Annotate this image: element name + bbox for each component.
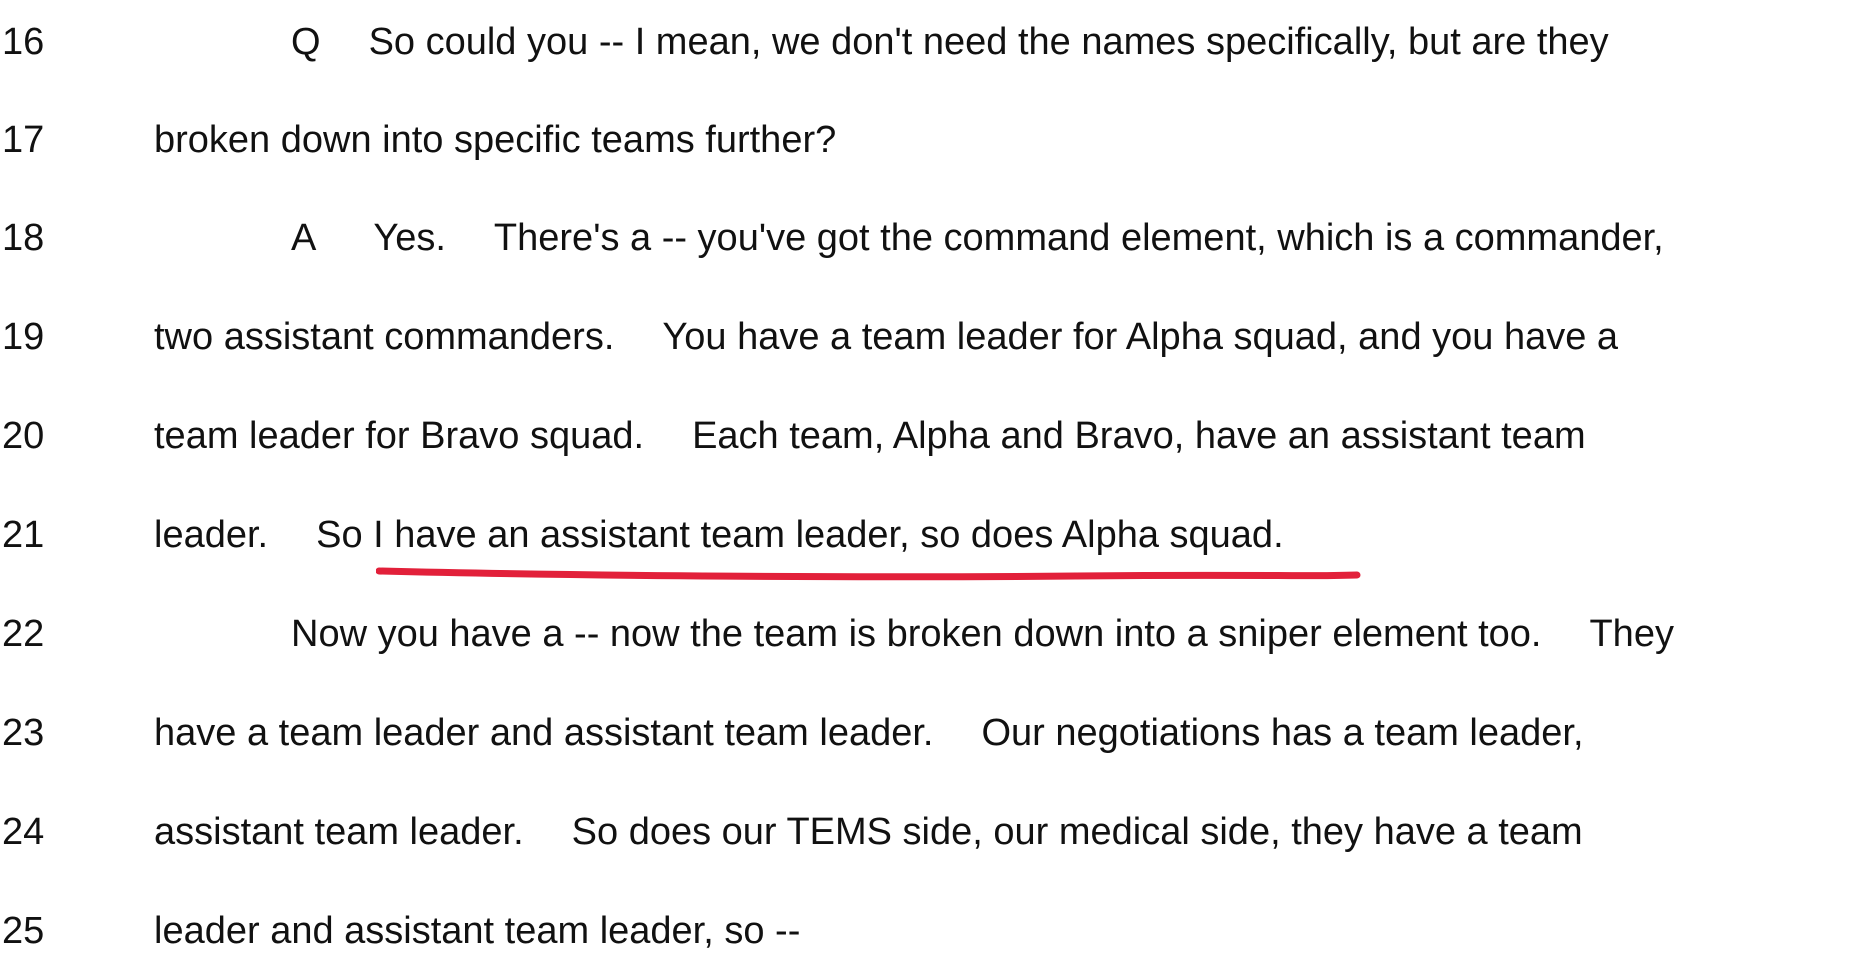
line-number: 18	[2, 217, 45, 259]
line-text-part: assistant team leader.	[154, 811, 524, 853]
line-text: leader. So I have an assistant team leade…	[154, 486, 1284, 584]
transcript-line: 16 Q So could you -- I mean, we don't nee…	[0, 0, 1851, 91]
line-text-part: There's a -- you've got the command elem…	[493, 217, 1664, 259]
transcript-line: 24 assistant team leader. So does our TEM…	[0, 783, 1851, 881]
transcript-line: 20 team leader for Bravo squad. Each team…	[0, 387, 1851, 485]
transcript-line: 17 broken down into specific teams furth…	[0, 91, 1851, 189]
line-number: 24	[2, 811, 45, 853]
line-number: 17	[2, 119, 45, 161]
line-text: have a team leader and assistant team le…	[154, 684, 1584, 782]
line-number: 22	[2, 613, 45, 655]
line-text-part: two assistant commanders.	[154, 316, 615, 358]
line-text-part: They	[1589, 613, 1674, 655]
line-text-part: You have a team leader for Alpha squad, …	[662, 316, 1619, 358]
line-text: Q So could you -- I mean, we don't need t…	[291, 0, 1609, 91]
line-text-part: Our negotiations has a team leader,	[981, 712, 1584, 754]
transcript-line: 19 two assistant commanders. You have a t…	[0, 288, 1851, 386]
line-number: 23	[2, 712, 45, 754]
transcript-line: 23 have a team leader and assistant team…	[0, 684, 1851, 782]
line-text: A Yes. There's a -- you've got the command…	[291, 189, 1664, 287]
speaker-label: A	[291, 217, 317, 259]
line-text-part: Yes.	[373, 217, 446, 259]
line-text: leader and assistant team leader, so --	[154, 882, 800, 980]
speaker-label: Q	[291, 21, 321, 63]
line-text-part: Now you have a -- now the team is broken…	[291, 613, 1542, 655]
line-text-part: team leader for Bravo squad.	[154, 415, 645, 457]
line-text: assistant team leader. So does our TEMS s…	[154, 783, 1583, 881]
line-number: 21	[2, 514, 45, 556]
transcript-line: 22 Now you have a -- now the team is bro…	[0, 585, 1851, 683]
line-text: Now you have a -- now the team is broken…	[291, 585, 1674, 683]
underline-stroke	[376, 567, 1361, 581]
line-number: 19	[2, 316, 45, 358]
line-text-part: leader.	[154, 514, 269, 556]
transcript-line: 18 A Yes. There's a -- you've got the comm…	[0, 189, 1851, 287]
transcript-line: 21 leader. So I have an assistant team le…	[0, 486, 1851, 584]
line-text-part: So could you -- I mean, we don't need th…	[368, 21, 1609, 63]
line-text-part: broken down into specific teams further?	[154, 119, 837, 161]
line-text-part: have a team leader and assistant team le…	[154, 712, 934, 754]
transcript-line: 25 leader and assistant team leader, so …	[0, 882, 1851, 980]
line-text: team leader for Bravo squad. Each team, A…	[154, 387, 1586, 485]
line-text: broken down into specific teams further?	[154, 91, 836, 189]
red-underline-annotation	[376, 567, 1361, 581]
line-text-part: So does our TEMS side, our medical side,…	[571, 811, 1583, 853]
line-text: two assistant commanders. You have a team…	[154, 288, 1618, 386]
line-number: 20	[2, 415, 45, 457]
line-number: 16	[2, 21, 45, 63]
line-text-part: So I have an assistant team leader, so d…	[316, 514, 1284, 556]
line-text-part: Each team, Alpha and Bravo, have an assi…	[692, 415, 1586, 457]
line-number: 25	[2, 910, 45, 952]
line-text-part: leader and assistant team leader, so --	[154, 910, 801, 952]
